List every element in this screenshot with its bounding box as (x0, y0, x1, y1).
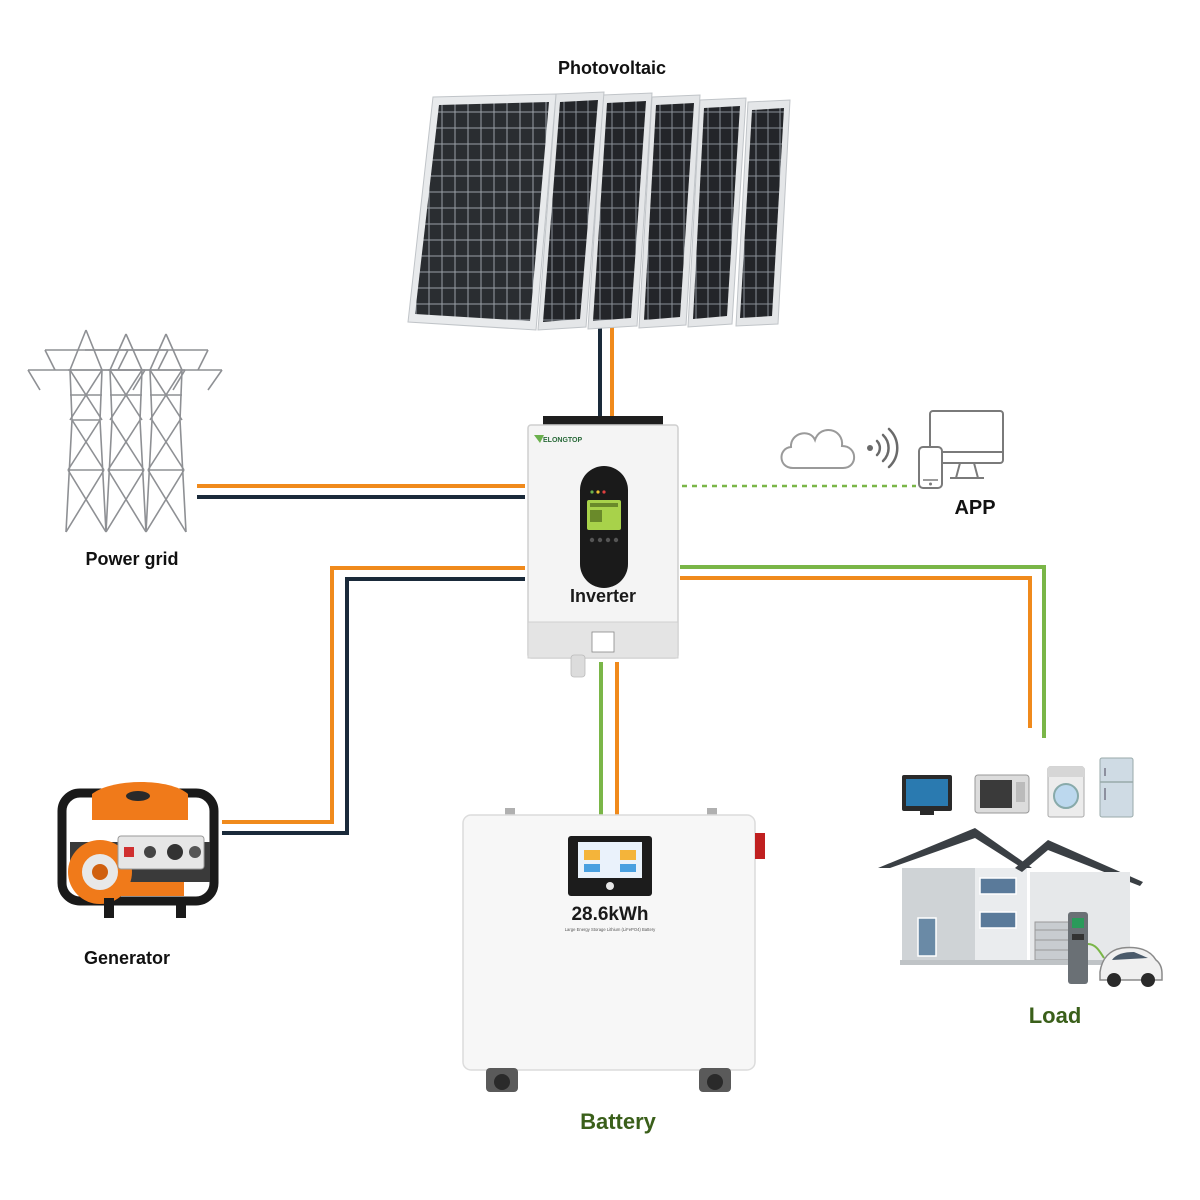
refrigerator-icon (1099, 757, 1134, 818)
inverter-lcd-screen (587, 500, 621, 530)
microwave-icon (974, 774, 1030, 814)
battery-label: Battery (580, 1109, 656, 1134)
photovoltaic-label: Photovoltaic (557, 58, 667, 78)
solar-panel-icon (407, 91, 791, 331)
generator-icon (57, 782, 219, 918)
power-grid-label: Power grid (85, 549, 179, 569)
wifi-signal-icon (867, 427, 899, 469)
generator-line-navy (222, 577, 525, 835)
house-icon (878, 828, 1143, 965)
cloud-icon (780, 429, 856, 469)
load-label: Load (1028, 1003, 1082, 1028)
car-icon (1099, 946, 1163, 987)
transmission-tower-icon (27, 329, 223, 533)
connection-lines (197, 322, 1046, 835)
load-line-orange (680, 576, 1032, 728)
load-line-green (680, 565, 1046, 738)
tv-icon (902, 775, 952, 815)
phone-icon (918, 446, 943, 489)
battery-icon: 28.6kWh Large Energy Storage Lithium (Li… (462, 808, 765, 1092)
battery-capacity: 28.6kWh (571, 904, 648, 925)
washing-machine-icon (1047, 766, 1085, 818)
ev-charger-icon (1068, 912, 1105, 984)
inverter-icon: ELONGTOP (527, 416, 679, 678)
monitor-icon (929, 410, 1004, 479)
generator-line-orange (222, 566, 525, 824)
inverter-label: Inverter (569, 586, 637, 606)
inverter-brand-text: ELONGTOP (543, 437, 582, 444)
generator-label: Generator (83, 948, 171, 968)
app-label: APP (954, 497, 996, 519)
battery-subtitle: Large Energy Storage Lithium (LiFePO4) B… (565, 927, 656, 932)
